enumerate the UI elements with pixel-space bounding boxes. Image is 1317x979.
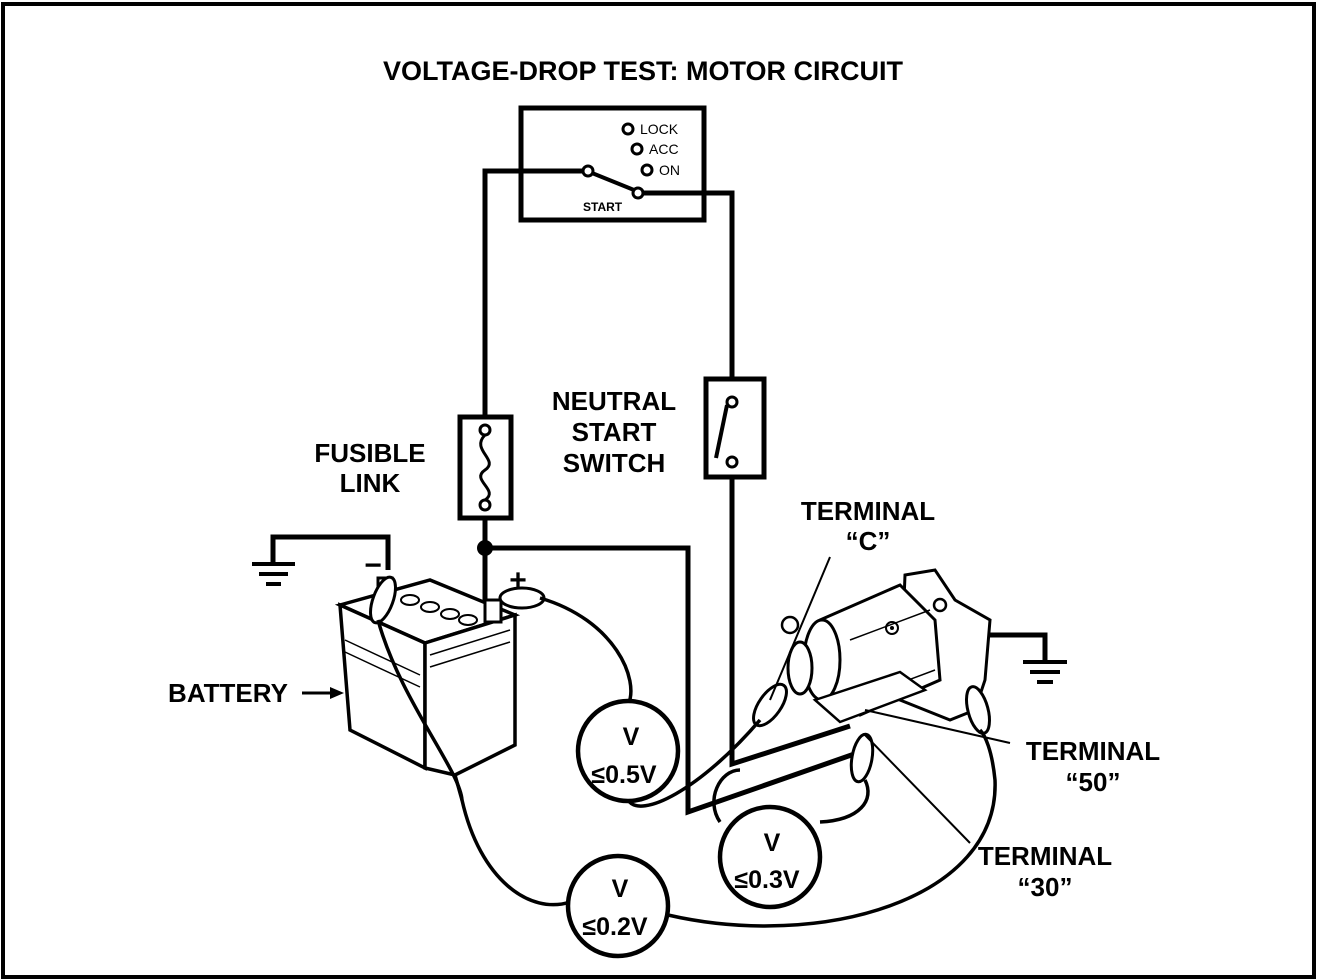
terminal-50-label-1: TERMINAL (1026, 736, 1160, 766)
fusible-link (457, 414, 514, 521)
wiring (477, 168, 861, 816)
lock-contact (621, 122, 635, 136)
clip-starter-body (965, 685, 991, 735)
meter-symbol: V (623, 723, 640, 751)
terminal-30-pointer (864, 734, 971, 844)
test-clips (369, 575, 991, 784)
meter-reading: ≤0.3V (734, 866, 799, 894)
battery-arrow-icon (302, 687, 344, 699)
junction-dot (477, 540, 493, 556)
diagram-title: VOLTAGE-DROP TEST: MOTOR CIRCUIT (383, 56, 904, 86)
starter-motor-icon (780, 568, 992, 724)
voltmeter-05v: V ≤0.5V (575, 698, 681, 804)
terminal-50-label-2: “50” (1066, 767, 1121, 797)
meter-symbol: V (764, 829, 781, 857)
terminal-c-label-2: “C” (846, 526, 891, 556)
meter-reading: ≤0.2V (582, 913, 647, 941)
start-contact (631, 186, 645, 200)
terminal-30-label-1: TERMINAL (978, 841, 1112, 871)
terminal-50-pointer (864, 709, 1011, 744)
fusible-link-label-1: FUSIBLE (314, 438, 425, 468)
lock-label: LOCK (640, 121, 679, 137)
neutral-switch-label-1: NEUTRAL (552, 386, 676, 416)
clip-battery-neg (369, 575, 397, 625)
voltmeter-02v: V ≤0.2V (565, 853, 671, 959)
battery-ground-icon (252, 534, 391, 586)
battery-label: BATTERY (168, 678, 288, 708)
switch-blade (591, 171, 635, 192)
clip-terminal-c (752, 682, 788, 728)
start-label: START (583, 200, 623, 214)
meter-symbol: V (612, 875, 629, 903)
meter-leads (376, 596, 997, 928)
on-contact (640, 163, 654, 177)
ignition-switch: LOCK ACC ON START (518, 105, 707, 223)
battery-negative-sign: − (364, 549, 382, 582)
terminal-c-pointer (769, 556, 831, 701)
terminal-c-label-1: TERMINAL (801, 496, 935, 526)
clip-battery-pos (498, 586, 546, 610)
on-label: ON (659, 162, 680, 178)
battery-icon (334, 576, 521, 777)
neutral-switch-label-3: SWITCH (563, 448, 666, 478)
acc-contact (630, 142, 644, 156)
fusible-link-label-2: LINK (340, 468, 401, 498)
voltmeter-03v: V ≤0.3V (717, 804, 823, 910)
terminal-30-label-2: “30” (1018, 872, 1073, 902)
clip-terminal-30 (849, 732, 875, 784)
acc-label: ACC (649, 141, 679, 157)
neutral-start-switch (703, 376, 767, 480)
neutral-switch-label-2: START (572, 417, 657, 447)
meter-reading: ≤0.5V (591, 761, 656, 789)
